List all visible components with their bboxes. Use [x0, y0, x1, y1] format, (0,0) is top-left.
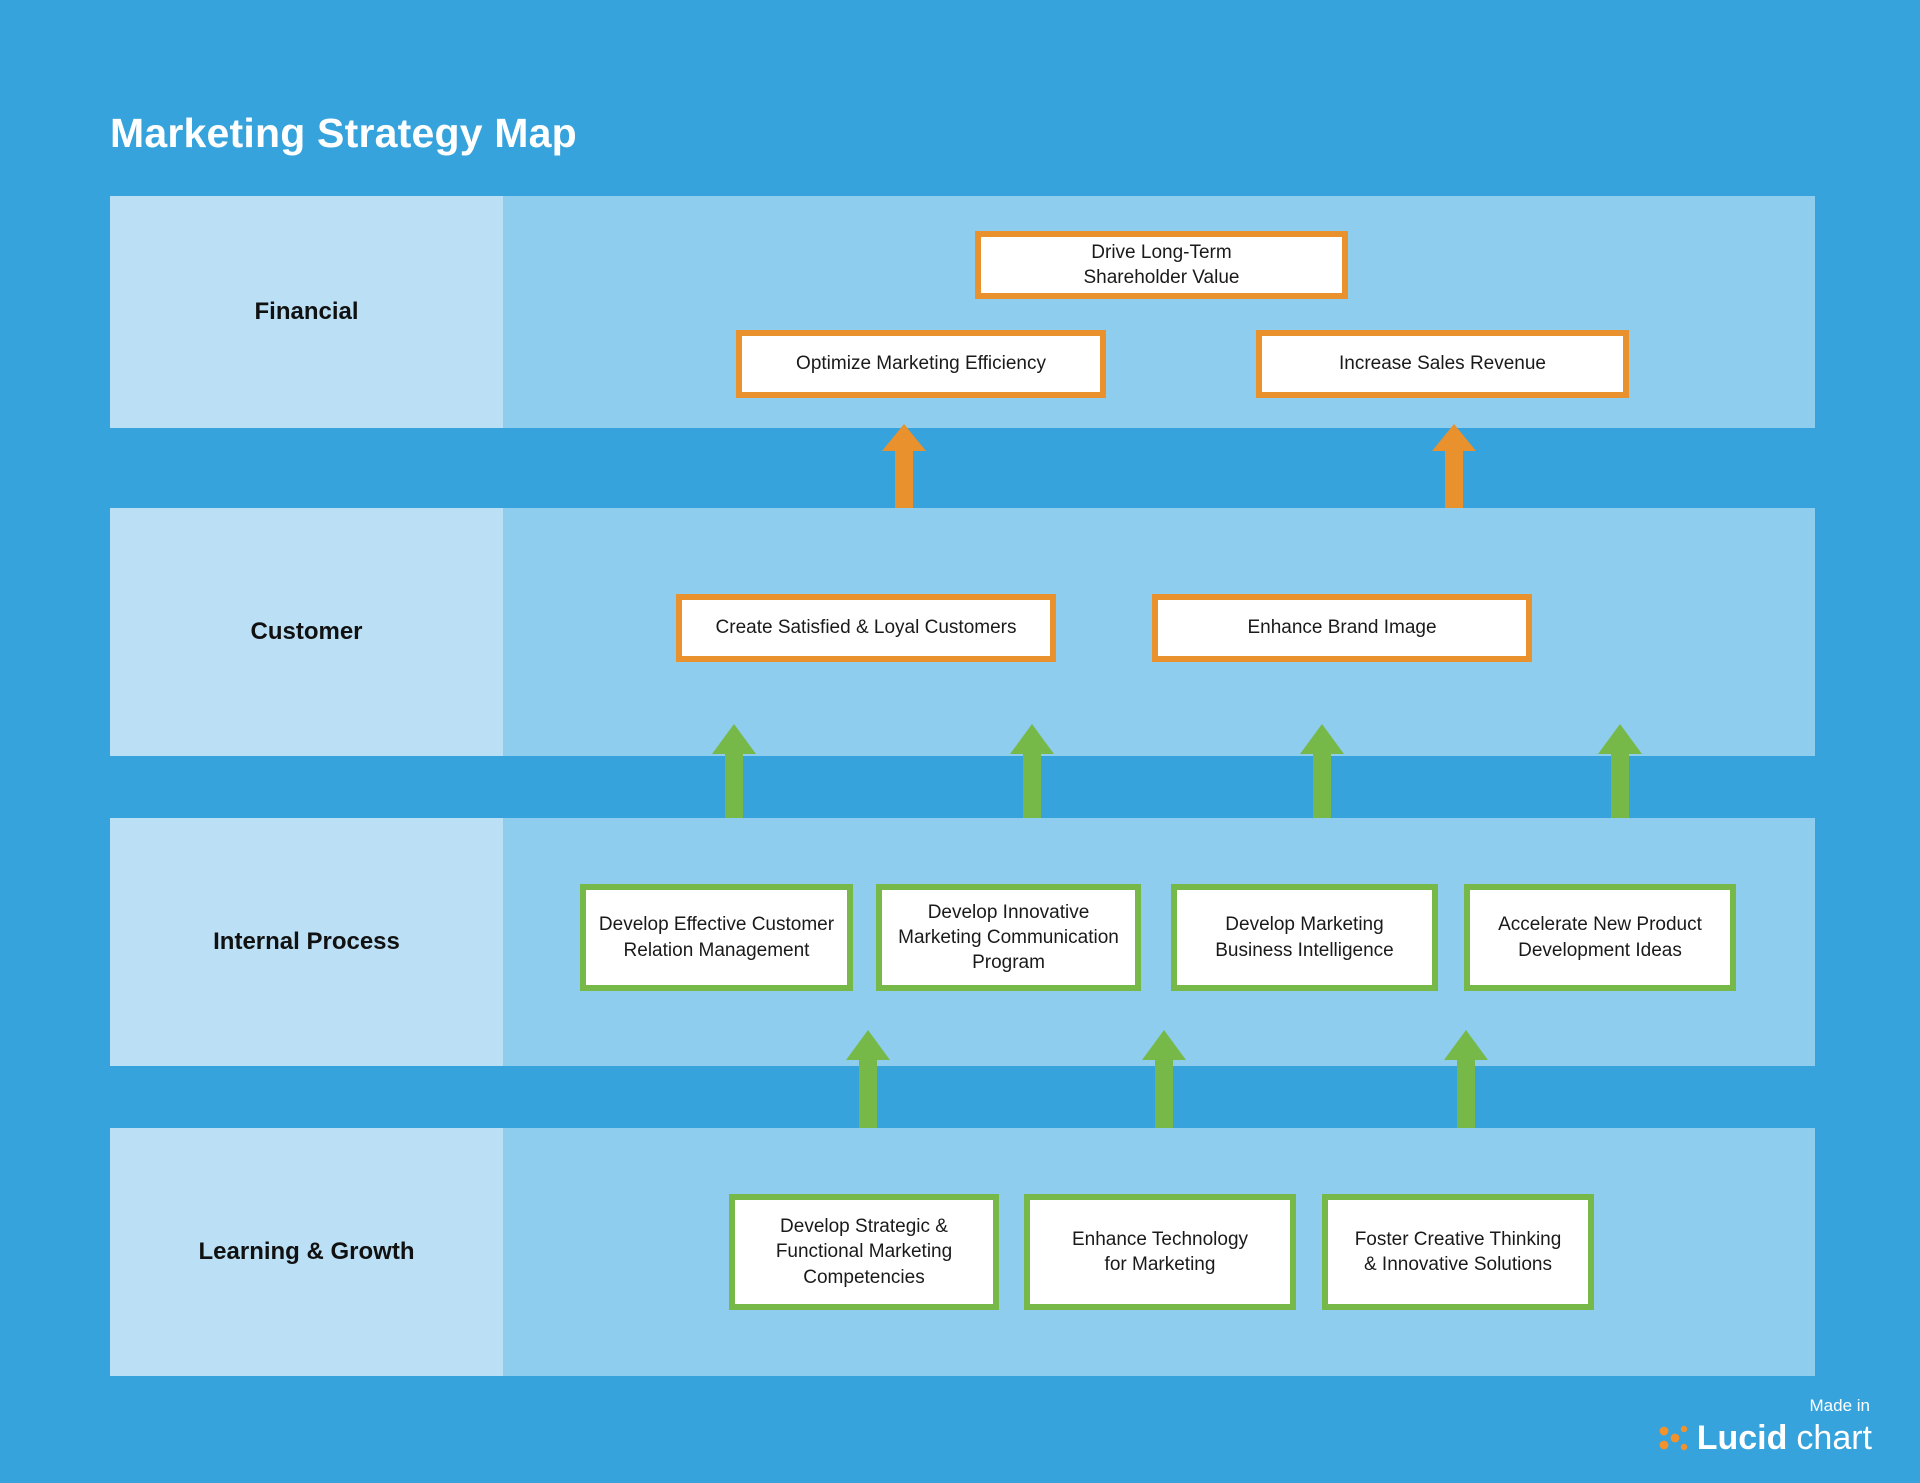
band-label-customer: Customer	[110, 508, 503, 756]
objective-increase-sales-revenue[interactable]: Increase Sales Revenue	[1256, 330, 1629, 398]
band-label-internal-process-text: Internal Process	[213, 928, 400, 955]
connector-arrow-orange-right	[1432, 424, 1476, 548]
page-title: Marketing Strategy Map	[110, 110, 577, 156]
connector-arrow-green-customer-2	[1010, 724, 1054, 852]
objective-optimize-marketing-efficiency[interactable]: Optimize Marketing Efficiency	[736, 330, 1106, 398]
made-in-label: Made in	[1809, 1396, 1870, 1415]
connector-arrow-orange-left	[882, 424, 926, 548]
band-label-financial-text: Financial	[254, 298, 359, 325]
objective-foster-creative-thinking-innovative-solutions[interactable]: Foster Creative Thinking& Innovative Sol…	[1322, 1194, 1594, 1310]
brand-name-bold: Lucid	[1696, 1419, 1788, 1457]
band-label-internal-process: Internal Process	[110, 818, 503, 1066]
band-label-learning-growth: Learning & Growth	[110, 1128, 503, 1376]
connector-arrow-green-internal-3	[1444, 1030, 1488, 1158]
perspective-band-learning-growth: Learning & Growth Develop Strategic &Fun…	[110, 1128, 1815, 1376]
perspective-band-customer: Customer Create Satisfied & Loyal Custom…	[110, 508, 1815, 756]
brand-name-light: chart	[1796, 1419, 1872, 1457]
connector-arrow-green-internal-1	[846, 1030, 890, 1158]
perspective-band-internal-process: Internal Process Develop Effective Custo…	[110, 818, 1815, 1066]
band-label-learning-growth-text: Learning & Growth	[198, 1238, 415, 1265]
objective-create-satisfied-loyal-customers[interactable]: Create Satisfied & Loyal Customers	[676, 594, 1056, 662]
objective-enhance-brand-image[interactable]: Enhance Brand Image	[1152, 594, 1532, 662]
band-label-financial: Financial	[110, 196, 503, 428]
lucid-dots-icon	[1659, 1425, 1687, 1451]
band-label-customer-text: Customer	[250, 618, 363, 645]
band-body-customer: Create Satisfied & Loyal Customers Enhan…	[503, 508, 1815, 756]
connector-arrow-green-internal-2	[1142, 1030, 1186, 1158]
connector-arrow-green-customer-4	[1598, 724, 1642, 852]
connector-arrow-green-customer-1	[712, 724, 756, 852]
connector-arrow-green-customer-3	[1300, 724, 1344, 852]
